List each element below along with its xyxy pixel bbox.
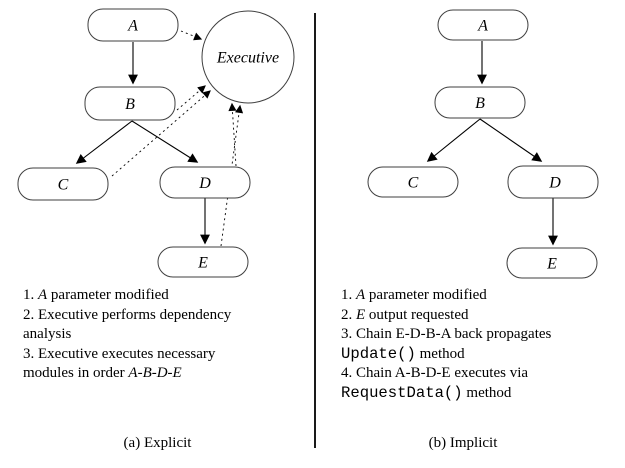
panel-divider-line — [314, 13, 316, 448]
node-b-label: B — [475, 95, 485, 112]
step-line: RequestData() method — [341, 384, 551, 404]
node-d — [507, 165, 599, 199]
dashed-edge-b-executive — [176, 85, 206, 111]
step-line: 2. E output requested — [341, 306, 551, 326]
step-line: 4. Chain A-B-D-E executes via — [341, 364, 551, 384]
step-text-italic: A-B-D-E — [128, 365, 182, 381]
dashed-edge-a-executive — [180, 30, 203, 41]
step-line: 3. Chain E-D-B-A back propagates — [341, 325, 551, 345]
node-c — [17, 167, 109, 201]
node-a — [437, 9, 529, 41]
step-text-italic: A — [38, 287, 48, 303]
step-text: 1. — [341, 287, 356, 303]
step-text: parameter modified — [365, 287, 487, 303]
node-a-label: A — [127, 18, 138, 35]
step-text: method — [415, 345, 465, 362]
step-text: 3. Chain E-D-B-A back propagates — [341, 326, 552, 342]
node-a-label: A — [477, 18, 488, 35]
node-e — [157, 246, 249, 278]
node-c-label: C — [58, 177, 69, 194]
implicit-dependency-diagram: A B C D E — [367, 9, 599, 279]
caption-explicit: (a) Explicit — [123, 435, 192, 451]
step-text-mono: RequestData() — [341, 383, 463, 402]
step-line: Update() method — [341, 345, 551, 365]
edge-b-d — [131, 120, 199, 163]
node-executive-label: Executive — [216, 50, 279, 67]
edge-b-d — [479, 118, 543, 162]
caption-implicit: (b) Implicit — [428, 435, 498, 451]
step-text: 2. Executive performs dependency — [23, 306, 232, 323]
node-e-label: E — [197, 255, 208, 272]
node-c-label: C — [408, 175, 419, 192]
step-text: analysis — [23, 326, 72, 342]
step-text-italic: E — [356, 306, 366, 323]
dashed-edge-d-executive — [228, 102, 237, 167]
node-e-label: E — [546, 256, 557, 273]
step-line: modules in order A-B-D-E — [23, 364, 231, 384]
step-line: 1. A parameter modified — [341, 286, 551, 306]
node-c — [367, 166, 459, 198]
step-line: 3. Executive executes necessary — [23, 345, 231, 365]
node-a — [87, 8, 179, 42]
step-text-italic: A — [356, 287, 366, 303]
step-text: 1. — [23, 287, 38, 303]
step-text: output requested — [365, 306, 469, 323]
node-d-label: D — [198, 175, 211, 192]
step-line: analysis — [23, 325, 231, 345]
dashed-edge-c-executive — [111, 90, 211, 177]
step-text: 4. Chain A-B-D-E executes via — [341, 365, 529, 381]
node-e — [506, 247, 598, 279]
explicit-steps-list: 1. A parameter modified 2. Executive per… — [23, 286, 231, 384]
step-line: 1. A parameter modified — [23, 286, 231, 306]
step-text: modules in order — [23, 365, 129, 381]
edge-b-c — [75, 120, 133, 164]
node-b — [84, 86, 176, 121]
step-text: parameter modified — [47, 287, 169, 303]
step-text: method — [462, 384, 512, 401]
step-text: 2. — [341, 306, 356, 323]
step-text: 3. Executive executes necessary — [23, 345, 216, 362]
step-line: 2. Executive performs dependency — [23, 306, 231, 326]
node-b — [434, 86, 526, 119]
edge-b-c — [426, 118, 481, 162]
node-executive — [201, 10, 295, 104]
node-d-label: D — [548, 175, 561, 192]
node-b-label: B — [125, 96, 135, 113]
step-text-mono: Update() — [341, 344, 416, 363]
explicit-dependency-diagram: A B C D E Executive — [17, 8, 295, 278]
node-d — [159, 166, 251, 199]
implicit-steps-list: 1. A parameter modified 2. E output requ… — [341, 286, 551, 403]
